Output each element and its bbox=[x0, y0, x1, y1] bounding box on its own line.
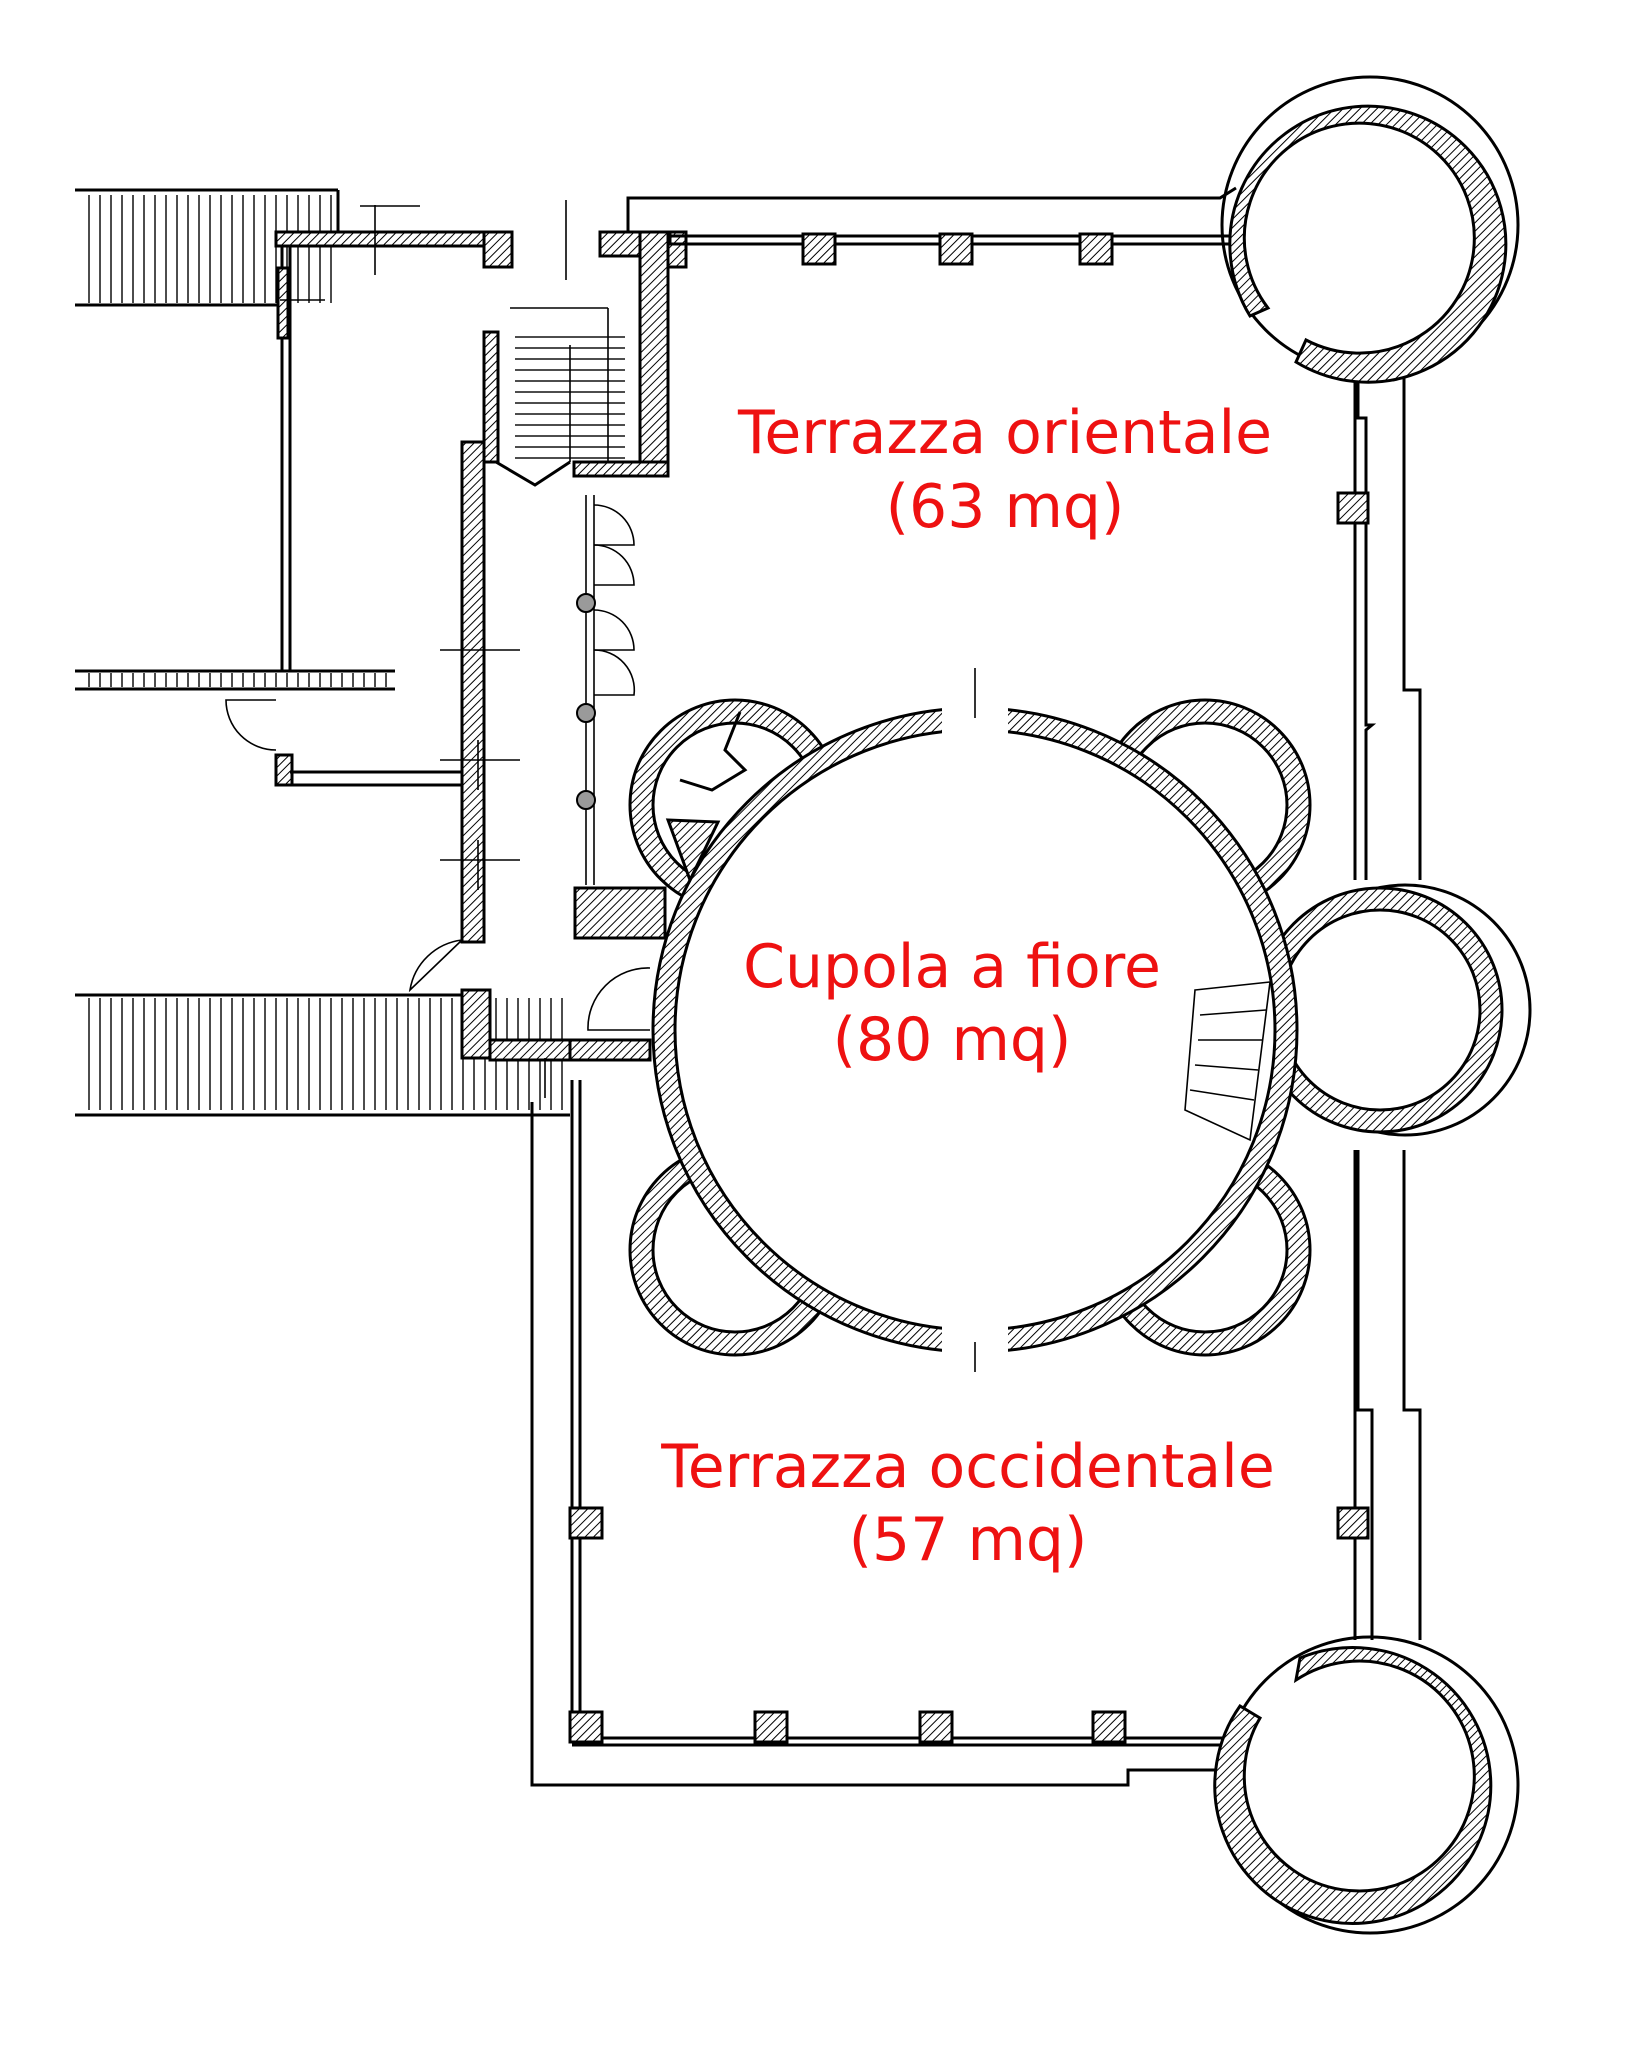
label-cupola-a-fiore: Cupola a fiore bbox=[743, 932, 1161, 1002]
label-terrazza-occidentale: Terrazza occidentale bbox=[660, 1432, 1275, 1502]
service-block bbox=[408, 200, 688, 1098]
flower-dome bbox=[628, 668, 1312, 1372]
west-stair-band-top bbox=[75, 188, 340, 307]
west-corridor-line bbox=[75, 669, 395, 691]
area-cupola-a-fiore: (80 mq) bbox=[833, 1005, 1072, 1075]
tower-north bbox=[1220, 75, 1520, 384]
area-terrazza-orientale: (63 mq) bbox=[886, 472, 1125, 542]
label-terrazza-orientale: Terrazza orientale bbox=[737, 398, 1272, 468]
tower-south bbox=[1213, 1635, 1520, 1935]
area-terrazza-occidentale: (57 mq) bbox=[849, 1505, 1088, 1575]
west-annex bbox=[225, 205, 488, 787]
terrace-perimeter bbox=[530, 186, 1422, 1787]
tower-east bbox=[1256, 883, 1532, 1137]
